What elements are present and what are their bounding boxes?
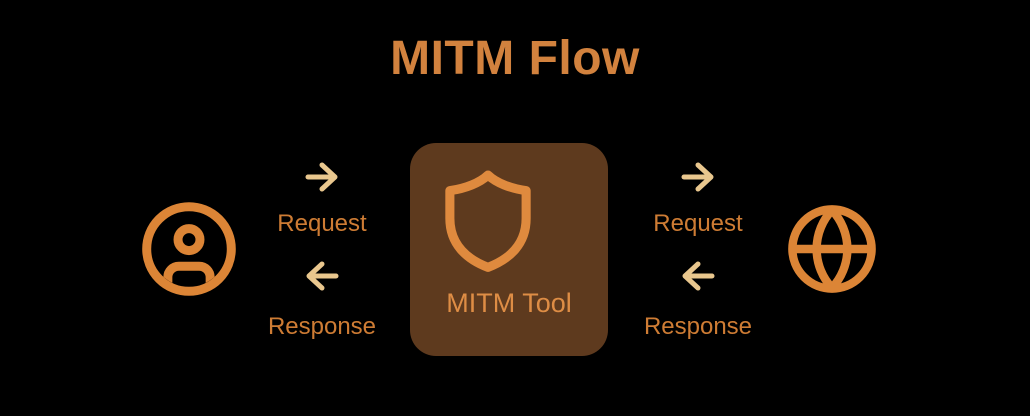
- arrow-left-icon: [628, 261, 768, 291]
- arrow-left-icon: [252, 261, 392, 291]
- request-label: Request: [653, 210, 743, 237]
- server-node: [788, 205, 876, 293]
- request-label: Request: [277, 210, 367, 237]
- shield-icon: [436, 169, 540, 273]
- client-mitm-flow: Request Response: [252, 0, 392, 416]
- user-circle-icon: [142, 202, 236, 296]
- mitm-server-flow: Request Response: [628, 0, 768, 416]
- client-node: [142, 202, 236, 296]
- mitm-tool-label: MITM Tool: [446, 288, 572, 318]
- arrow-right-icon: [252, 162, 392, 192]
- globe-icon: [788, 205, 876, 293]
- response-label: Response: [643, 313, 753, 340]
- mitm-tool-node: MITM Tool: [410, 143, 608, 356]
- arrow-right-icon: [628, 162, 768, 192]
- response-label: Response: [267, 313, 377, 340]
- diagram-title: MITM Flow: [390, 32, 640, 85]
